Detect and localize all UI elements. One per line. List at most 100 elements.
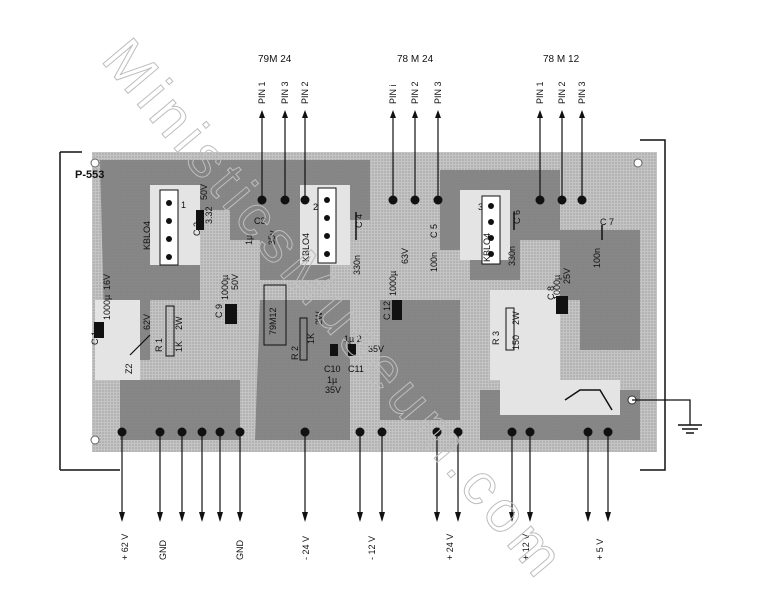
svg-text:35v: 35v: [267, 230, 277, 245]
capacitor-c8: C 8 1000µ 25V: [546, 268, 572, 314]
svg-text:Z2: Z2: [124, 363, 134, 374]
svg-text:1000µ: 1000µ: [552, 275, 562, 300]
bottom-terminal-8: + 5 V: [583, 427, 613, 560]
svg-text:C 7: C 7: [600, 217, 614, 227]
resistor-r2: R 2 1K 2W: [290, 311, 324, 361]
bottom-terminal-1: + 62 V: [117, 427, 130, 560]
svg-text:C3: C3: [254, 216, 266, 226]
bottom-terminal-leads: + 62 V GND GND - 24 V - 12 V + 24 V + 12 V + 5 …: [117, 427, 613, 561]
svg-text:C10: C10: [324, 364, 341, 374]
top-pin-1-3: PIN 2: [300, 81, 310, 205]
svg-text:C 1: C 1: [90, 331, 100, 345]
svg-text:C 4: C 4: [354, 214, 364, 228]
top-pin-2-3: PIN 3: [433, 81, 443, 205]
top-pin-leads: PIN 1 PIN 3 PIN 2 PIN i PIN 2 PIN 3 PIN 1 PIN 2…: [257, 81, 587, 205]
svg-text:63V: 63V: [400, 248, 410, 264]
svg-text:25V: 25V: [562, 268, 572, 284]
svg-text:R 1: R 1: [154, 338, 164, 352]
bottom-terminal-label: + 24 V: [445, 534, 455, 560]
bottom-terminal-label: - 24 V: [301, 536, 311, 560]
top-pin-3-2: PIN 2: [557, 81, 567, 205]
svg-text:50V: 50V: [199, 184, 209, 200]
capacitor-c4: C 4 330n: [352, 212, 364, 275]
svg-text:3: 3: [478, 202, 483, 212]
svg-text:C 8: C 8: [546, 286, 556, 300]
svg-text:1µ: 1µ: [327, 375, 337, 385]
top-pin-label: PIN 1: [535, 81, 545, 104]
svg-text:C 6: C 6: [512, 210, 522, 224]
top-pin-label: PIN i: [388, 84, 398, 104]
svg-text:1K: 1K: [306, 333, 316, 344]
ground-wire: [632, 399, 691, 425]
bottom-terminal-7: + 12 V: [507, 427, 535, 560]
resistor-r1: R 1 1K 2W: [154, 305, 184, 357]
capacitor-c2: C 2 3.32 50V: [192, 184, 214, 236]
bottom-terminal-3: GND: [215, 427, 245, 561]
svg-text:1000µ: 1000µ: [102, 295, 112, 320]
svg-text:3.32: 3.32: [204, 206, 214, 224]
top-pin-label: PIN 3: [280, 81, 290, 104]
bridge-rectifier-3: KBLO4 3: [478, 195, 501, 265]
capacitor-c9: C 9 1000µ 50V: [214, 274, 240, 324]
capacitor-c7: C 7 100n: [592, 217, 614, 268]
svg-text:62V: 62V: [142, 314, 152, 330]
top-pin-3-1: PIN 1: [535, 81, 545, 205]
regulator-2-part: 78 M 24: [397, 54, 434, 65]
svg-text:1K: 1K: [174, 341, 184, 352]
svg-text:R 2: R 2: [290, 346, 300, 360]
switch-symbol: [564, 389, 613, 411]
bridge-rectifier-1: KBLO4 1: [142, 189, 186, 266]
bottom-terminal-label: GND: [235, 540, 245, 561]
regulator-1-part: 79M 24: [258, 54, 292, 65]
svg-text:150: 150: [511, 335, 521, 350]
capacitor-c10-c11: C10 C11 1µ 35V 1µ 2 35V: [324, 334, 384, 395]
top-pin-1-1: PIN 1: [257, 81, 267, 205]
bridge-rectifier-2: KBLO4 2: [301, 187, 337, 264]
top-pin-1-2: PIN 3: [280, 81, 290, 205]
top-pin-label: PIN 2: [300, 81, 310, 104]
board-outline: [59, 139, 666, 471]
bottom-terminal-label: + 62 V: [120, 534, 130, 560]
svg-text:1µ: 1µ: [244, 235, 254, 245]
bottom-terminal-label: - 12 V: [367, 536, 377, 560]
svg-text:KBLO4: KBLO4: [301, 233, 311, 262]
svg-text:100n: 100n: [429, 252, 439, 272]
bottom-terminal-label: + 5 V: [595, 539, 605, 560]
svg-text:79M12: 79M12: [268, 307, 278, 335]
bottom-terminal-5: - 12 V: [355, 427, 387, 560]
svg-text:1000µ: 1000µ: [388, 271, 398, 296]
svg-text:2W: 2W: [511, 311, 521, 325]
bottom-terminal-6: + 24 V: [432, 427, 463, 560]
svg-text:2W: 2W: [314, 311, 324, 325]
svg-text:R 3: R 3: [491, 331, 501, 345]
svg-text:35V: 35V: [325, 385, 341, 395]
top-pin-2-1: PIN i: [388, 84, 398, 205]
top-pin-label: PIN 3: [433, 81, 443, 104]
regulator-79m12-body: 79M12: [263, 284, 287, 346]
svg-text:50V: 50V: [230, 274, 240, 290]
svg-text:C 12: C 12: [382, 301, 392, 320]
bottom-terminal-label: + 12 V: [521, 534, 531, 560]
bottom-terminal-4: - 24 V: [300, 427, 311, 560]
svg-text:16V: 16V: [102, 274, 112, 290]
top-pin-label: PIN 3: [577, 81, 587, 104]
svg-text:C11: C11: [348, 364, 364, 374]
mount-hole-tr: [633, 158, 643, 168]
top-pin-label: PIN 2: [410, 81, 420, 104]
svg-text:2W: 2W: [174, 316, 184, 330]
mount-hole-bl: [90, 435, 100, 445]
capacitor-c3: C3 1µ 35v: [244, 216, 277, 245]
board-id-label: P-553: [75, 169, 104, 181]
bottom-terminal-2: GND: [155, 427, 207, 560]
svg-text:C 2: C 2: [192, 222, 202, 236]
svg-text:C 9: C 9: [214, 304, 224, 318]
top-pin-label: PIN 1: [257, 81, 267, 104]
svg-text:100n: 100n: [592, 248, 602, 268]
ground-icon: [678, 424, 702, 434]
capacitor-c12: C 12 1000µ 63V: [382, 248, 410, 320]
svg-text:1µ 2: 1µ 2: [344, 334, 362, 344]
capacitor-c5: C 5 100n: [429, 224, 439, 272]
svg-text:35V: 35V: [368, 344, 384, 354]
